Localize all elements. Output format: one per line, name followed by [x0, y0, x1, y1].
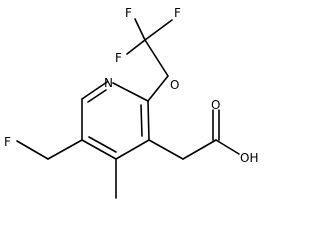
bond-c5-c4-inner	[88, 136, 117, 153]
bond-n-c6	[81, 81, 108, 100]
bond-n-c6-inner	[87, 89, 107, 103]
bond-o-c2	[147, 75, 169, 102]
structure-diagram: F F F O N O OH F	[4, 6, 258, 199]
bond-c5-ch2	[47, 139, 83, 160]
bond-c-oh	[215, 139, 240, 155]
bond-c4-c3	[115, 139, 150, 160]
atom-f3: F	[115, 51, 122, 65]
bond-c2-n	[112, 82, 149, 102]
bond-cf3-o	[144, 39, 169, 77]
bonds	[16, 18, 240, 199]
atom-labels: F F F O N O OH F	[4, 6, 258, 165]
atom-f2: F	[174, 6, 181, 20]
atom-oh: OH	[240, 151, 258, 165]
bond-c2-c3	[147, 100, 150, 141]
atom-o-ether: O	[170, 78, 179, 92]
bond-ch2-f	[16, 140, 49, 160]
bond-c2-c3-inner	[140, 104, 143, 137]
bond-cf3-f2	[144, 19, 173, 41]
bond-c5-c4	[81, 139, 117, 160]
bond-cf3-f1	[134, 18, 146, 41]
atom-n-ring: N	[104, 76, 113, 90]
bond-c3-ch2	[148, 139, 184, 160]
atom-f1: F	[125, 6, 132, 20]
bond-cf3-f3	[126, 39, 146, 55]
atom-f-methyl: F	[4, 135, 11, 149]
atom-o-carbonyl: O	[211, 98, 220, 112]
bond-ch2-cooh	[182, 139, 217, 160]
